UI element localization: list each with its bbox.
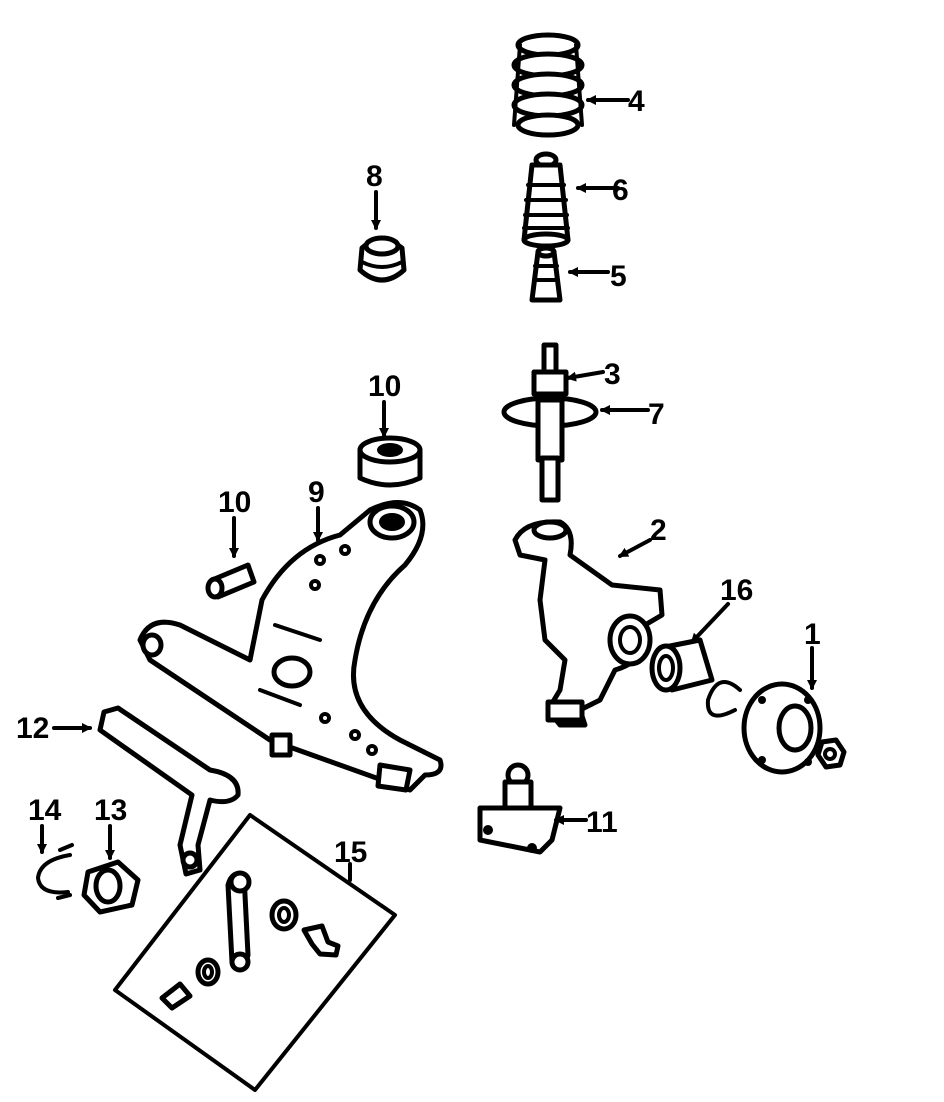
stabilizer-bushing	[81, 859, 141, 915]
callout-10-top: 10	[368, 370, 401, 403]
lower-control-arm	[137, 500, 444, 793]
leader-lines	[37, 95, 817, 882]
callout-6: 6	[612, 174, 629, 207]
callout-15: 15	[334, 836, 367, 869]
wheel-hub	[741, 681, 847, 775]
ball-joint	[477, 762, 563, 855]
callout-5: 5	[610, 260, 627, 293]
callout-16: 16	[720, 574, 753, 607]
callout-3: 3	[604, 358, 621, 391]
wheel-bearing	[649, 637, 715, 693]
callout-10-left: 10	[218, 486, 251, 519]
callout-9: 9	[308, 476, 325, 509]
callout-4: 4	[628, 85, 645, 118]
dust-boot	[521, 151, 571, 249]
callouts: 4 6 5 3 7 8 10 10 9 2 16 1 11 12 13 14 1…	[16, 85, 821, 869]
callout-13: 13	[94, 794, 127, 827]
callout-7: 7	[648, 398, 665, 431]
callout-1: 1	[804, 618, 821, 651]
callout-12: 12	[16, 712, 49, 745]
control-arm-bushing-rear	[357, 435, 423, 488]
control-arm-bushing-front	[205, 562, 257, 600]
callout-8: 8	[366, 160, 383, 193]
steering-knuckle	[512, 519, 665, 728]
strut-assembly	[501, 342, 599, 503]
stabilizer-link-kit	[113, 813, 397, 1092]
callout-11: 11	[586, 806, 618, 839]
snap-ring	[705, 680, 742, 718]
strut-mount-bushing	[357, 235, 407, 283]
stabilizer-bar	[97, 705, 241, 877]
bushing-clamp	[36, 843, 74, 900]
callout-2: 2	[650, 514, 667, 547]
callout-14: 14	[28, 794, 62, 827]
coil-spring	[511, 32, 585, 138]
bump-stop	[529, 245, 563, 303]
